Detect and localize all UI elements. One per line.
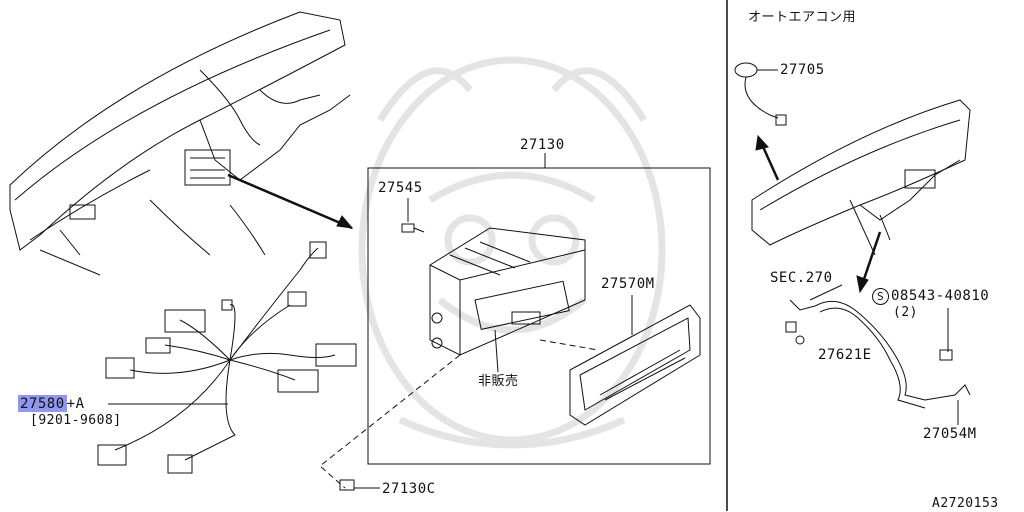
dashboard-right-illustration — [751, 99, 971, 256]
aspirator-hose-illustration — [785, 299, 971, 409]
s-symbol-icon: S — [872, 288, 889, 305]
callout-27130[interactable]: 27130 — [520, 137, 565, 153]
callout-27570m[interactable]: 27570M — [601, 276, 655, 292]
date-range-27580: [9201-9608] — [30, 413, 122, 428]
callout-27580-suffix: +A — [66, 396, 85, 412]
callout-27580-highlight: 27580 — [18, 395, 67, 412]
sensor-27705-illustration — [734, 62, 787, 126]
callout-27621e[interactable]: 27621E — [818, 347, 872, 363]
callout-sec270[interactable]: SEC.270 — [770, 270, 833, 286]
callout-27580[interactable]: 27580+A — [18, 395, 85, 412]
callout-27545[interactable]: 27545 — [378, 180, 423, 196]
callout-27054m[interactable]: 27054M — [923, 426, 977, 442]
callout-27130c[interactable]: 27130C — [382, 481, 436, 497]
diagram-code: A2720153 — [932, 496, 999, 511]
bolt-quantity: (2) — [893, 305, 918, 320]
dashboard-illustration — [9, 11, 351, 276]
arrowhead — [336, 215, 354, 229]
not-for-sale-label: 非販売 — [478, 374, 519, 389]
assembly-27130-frame — [367, 167, 711, 465]
assembly-guide-lines — [319, 339, 599, 489]
screw-27545 — [401, 223, 425, 233]
callout-27705[interactable]: 27705 — [780, 62, 825, 78]
clip-27130c — [339, 479, 380, 491]
wiring-harness-illustration — [97, 241, 357, 474]
control-unit-illustration — [429, 227, 586, 356]
bolt-part-number: 08543-40810 — [891, 288, 990, 304]
watermark-emblem — [358, 56, 666, 449]
auto-ac-note: オートエアコン用 — [748, 10, 857, 25]
finisher-panel-illustration — [569, 304, 701, 426]
pointer-arrow — [227, 173, 353, 230]
